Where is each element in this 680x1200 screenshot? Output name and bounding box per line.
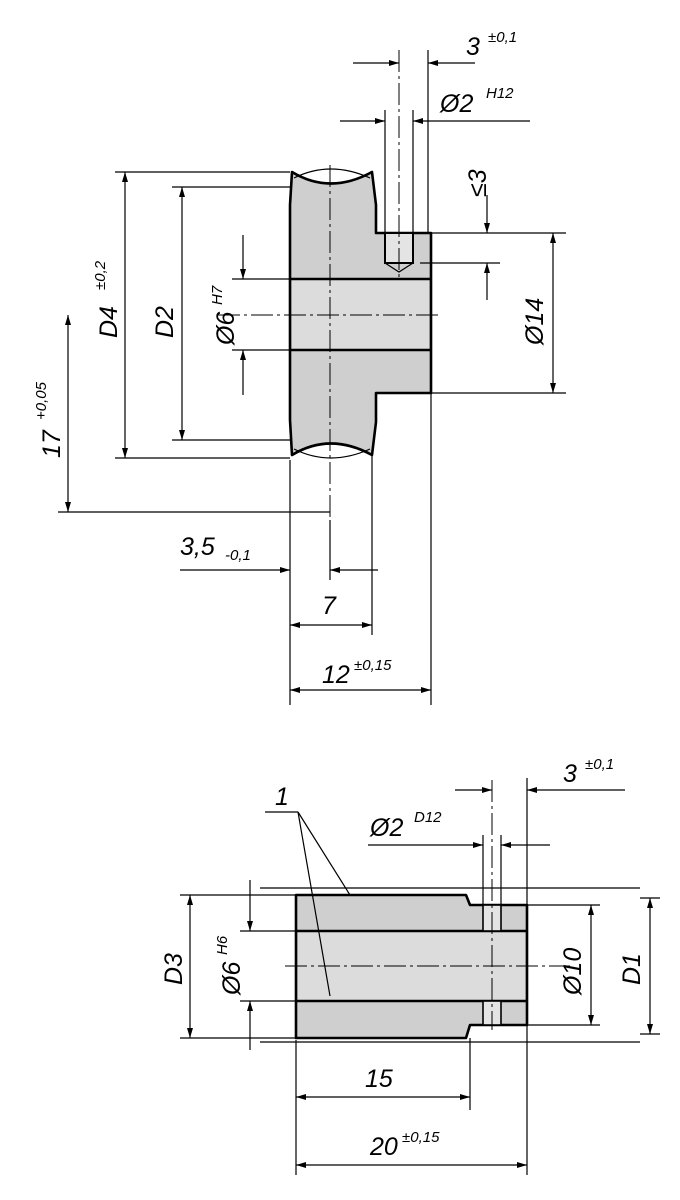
dim-d6-top-fit: H7 [209, 285, 226, 305]
dim-le3: ≤3 [464, 169, 492, 197]
dim-d6-top: Ø6 [212, 312, 240, 346]
dim-D4: D4 [95, 306, 123, 338]
dim-d2-top-fit: H12 [486, 85, 514, 102]
dim-D3: D3 [160, 953, 188, 985]
dim-3-top-tol: ±0,1 [488, 29, 517, 46]
dim-3-5-tol: -0,1 [225, 547, 251, 564]
bushing-section-view: 3 ±0,1 Ø2 D12 1 D3 Ø6 H6 Ø10 D1 15 20 ±0… [160, 756, 660, 1175]
dim-12-tol: ±0,15 [354, 657, 392, 674]
sprocket-section-view: 3 ±0,1 Ø2 H12 ≤3 Ø14 D4 ±0,2 D2 Ø6 H7 17… [33, 29, 566, 705]
dim-3-top: 3 [466, 33, 480, 61]
dim-D2: D2 [151, 306, 179, 338]
dim-17: 17 [38, 429, 66, 458]
dim-17-tol: +0,05 [33, 381, 50, 420]
dim-20: 20 [369, 1133, 398, 1161]
dim-3-5: 3,5 [180, 533, 215, 561]
dim-d14: Ø14 [521, 298, 549, 346]
dim-20-tol: ±0,15 [402, 1129, 440, 1146]
dim-D1: D1 [618, 953, 646, 985]
dim-12: 12 [322, 661, 350, 689]
dim-15: 15 [365, 1065, 393, 1093]
dim-d2-bottom-fit: D12 [414, 809, 442, 826]
dim-D4-tol: ±0,2 [92, 260, 109, 290]
dim-3-bottom: 3 [563, 760, 577, 788]
dim-d2-top: Ø2 [439, 90, 473, 118]
dim-d6-bottom-fit: H6 [214, 935, 231, 955]
dim-d10: Ø10 [559, 948, 587, 996]
dim-3-bottom-tol: ±0,1 [585, 756, 614, 773]
dim-d2-bottom: Ø2 [369, 814, 403, 842]
dim-7: 7 [322, 592, 337, 620]
dim-d6-bottom: Ø6 [218, 962, 246, 996]
item-number-1: 1 [275, 783, 289, 811]
